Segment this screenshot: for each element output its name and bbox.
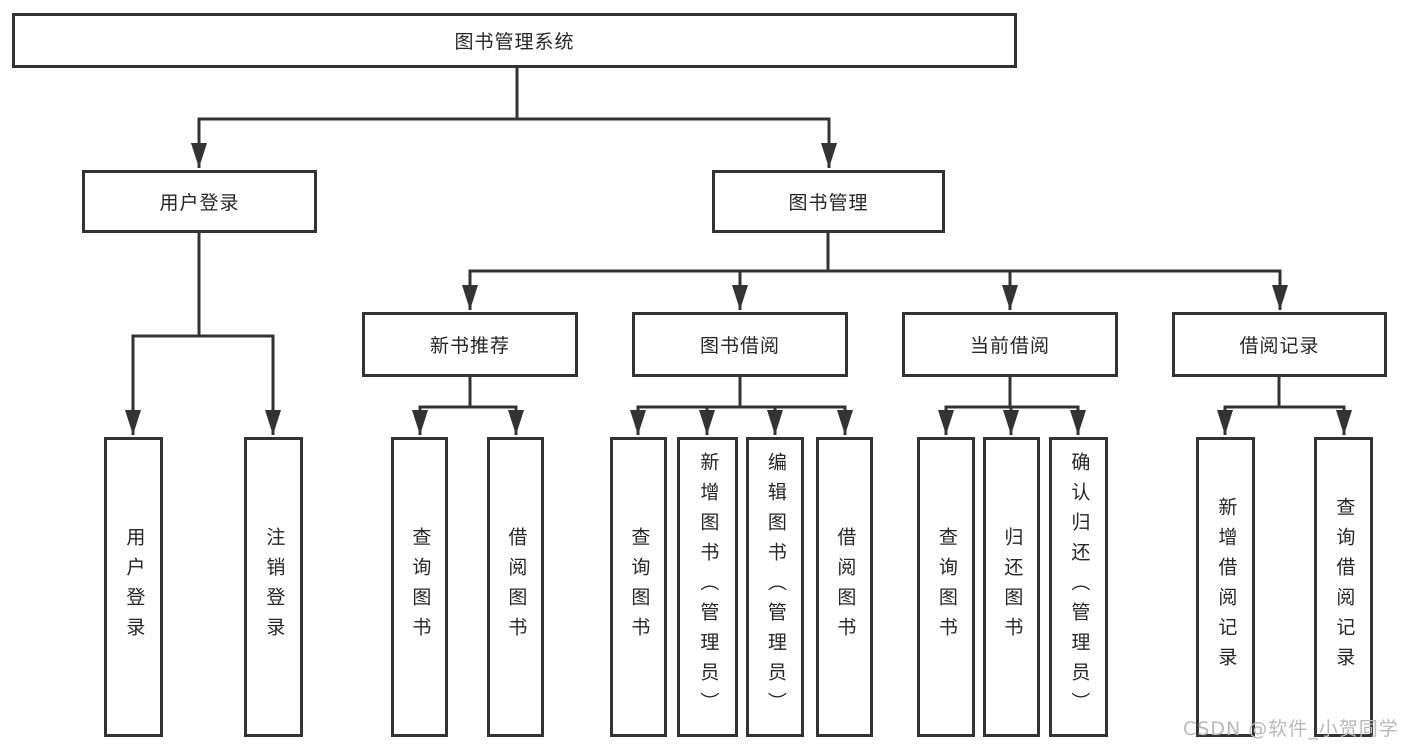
leaf-query-borrow-record-label: 查询借阅记录 <box>1333 497 1356 677</box>
leaf-confirm-return-admin: 确认归还（管理员） <box>1049 437 1108 737</box>
leaf-query-books-3: 查询图书 <box>917 437 975 737</box>
leaf-edit-book-admin-label: 编辑图书（管理员） <box>764 452 787 722</box>
leaf-logout-label: 注销登录 <box>263 527 286 647</box>
leaf-query-books-1-label: 查询图书 <box>409 527 432 647</box>
leaf-return-books-label: 归还图书 <box>1001 527 1024 647</box>
leaf-query-books-1: 查询图书 <box>391 437 448 737</box>
node-book-borrowing-label: 图书借阅 <box>699 335 780 357</box>
node-book-management-label: 图书管理 <box>788 192 869 214</box>
leaf-user-login: 用户登录 <box>104 437 163 737</box>
leaf-borrow-books-1: 借阅图书 <box>487 437 544 737</box>
leaf-confirm-return-admin-label: 确认归还（管理员） <box>1068 452 1091 722</box>
node-new-book-recommend: 新书推荐 <box>362 312 578 377</box>
node-current-borrowing: 当前借阅 <box>902 312 1118 377</box>
leaf-query-borrow-record: 查询借阅记录 <box>1314 437 1373 737</box>
node-book-borrowing: 图书借阅 <box>632 312 848 377</box>
node-user-login-label: 用户登录 <box>159 192 240 214</box>
leaf-logout: 注销登录 <box>244 437 303 737</box>
csdn-watermark: CSDN @软件_小贺同学 <box>1183 718 1399 740</box>
node-borrow-records: 借阅记录 <box>1172 312 1387 377</box>
leaf-add-book-admin: 新增图书（管理员） <box>677 437 738 737</box>
leaf-borrow-books-2: 借阅图书 <box>816 437 873 737</box>
node-root: 图书管理系统 <box>12 13 1017 68</box>
leaf-add-borrow-record-label: 新增借阅记录 <box>1215 497 1238 677</box>
leaf-add-borrow-record: 新增借阅记录 <box>1196 437 1255 737</box>
node-book-management: 图书管理 <box>712 170 945 233</box>
node-user-login: 用户登录 <box>82 170 317 233</box>
node-current-borrowing-label: 当前借阅 <box>969 335 1050 357</box>
leaf-user-login-label: 用户登录 <box>123 527 146 647</box>
leaf-edit-book-admin: 编辑图书（管理员） <box>746 437 804 737</box>
leaf-borrow-books-2-label: 借阅图书 <box>834 527 857 647</box>
leaf-query-books-2-label: 查询图书 <box>628 527 651 647</box>
leaf-query-books-3-label: 查询图书 <box>935 527 958 647</box>
leaf-query-books-2: 查询图书 <box>610 437 667 737</box>
node-new-book-recommend-label: 新书推荐 <box>429 335 510 357</box>
leaf-borrow-books-1-label: 借阅图书 <box>505 527 528 647</box>
leaf-add-book-admin-label: 新增图书（管理员） <box>697 452 720 722</box>
leaf-return-books: 归还图书 <box>983 437 1040 737</box>
node-borrow-records-label: 借阅记录 <box>1239 335 1320 357</box>
node-root-label: 图书管理系统 <box>454 31 575 53</box>
